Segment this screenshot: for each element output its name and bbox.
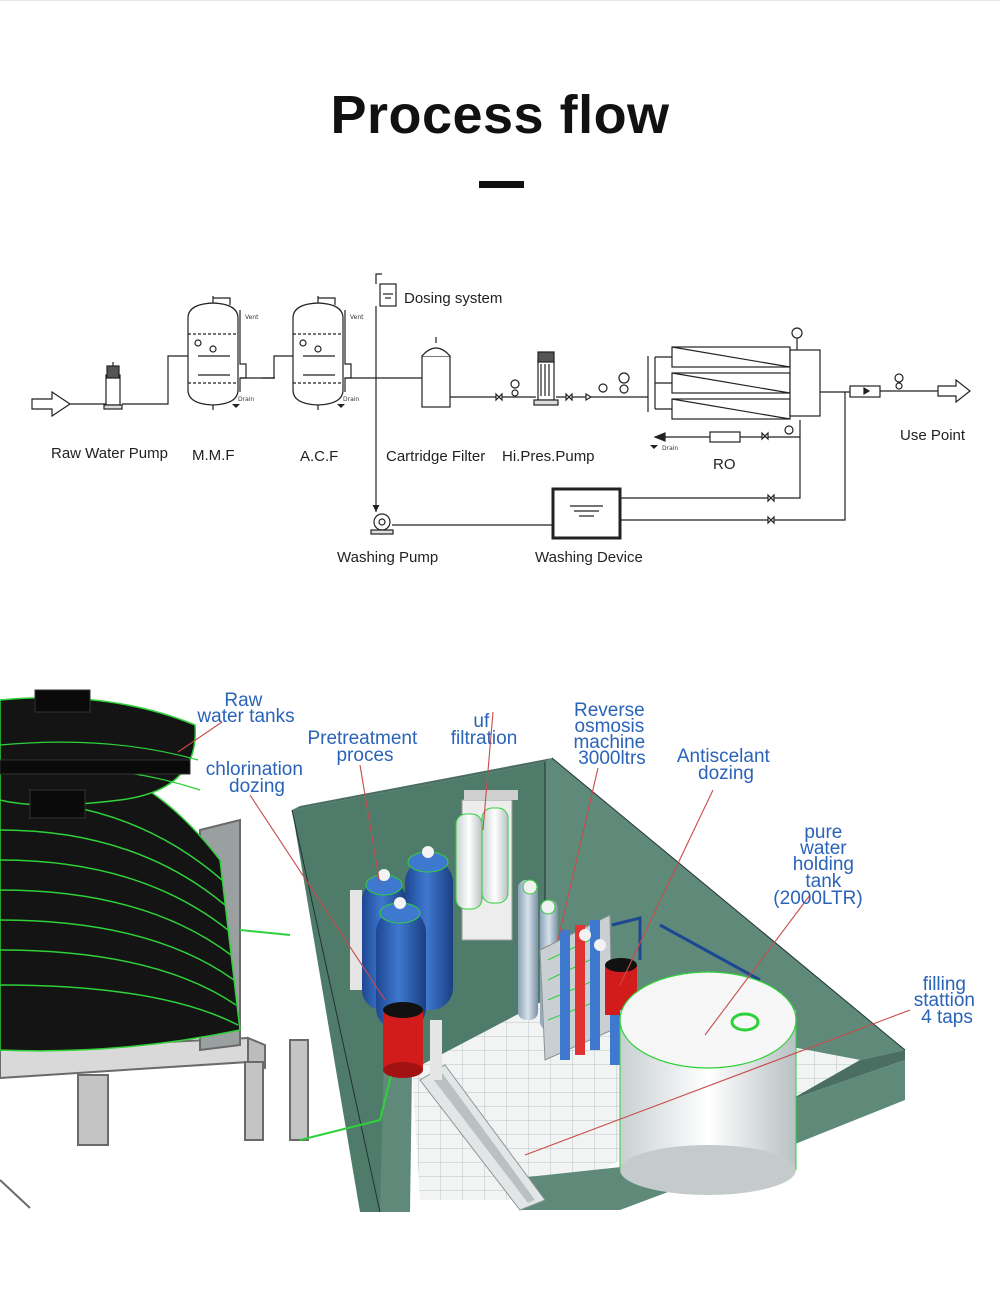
label-antiscelant: Antiscelant dozing [677, 746, 775, 784]
plant-3d-labels: Raw water tanks chlorination dozing Pret… [196, 690, 981, 1028]
washing-device-icon [551, 487, 622, 540]
acf-vessel-icon: Vent Drain [292, 296, 364, 410]
svg-text:Vent: Vent [245, 314, 259, 321]
label-pretreatment: Pretreatment proces [307, 728, 422, 766]
label-mmf: M.M.F [192, 447, 235, 464]
label-raw-water-tanks: Raw water tanks [196, 690, 294, 727]
dosing-system-icon [372, 273, 397, 512]
label-acf: A.C.F [300, 448, 338, 465]
label-raw-water-pump: Raw Water Pump [51, 445, 168, 462]
high-pressure-pump-icon [533, 351, 559, 406]
title-underline [479, 181, 524, 188]
label-dosing-system: Dosing system [404, 290, 502, 307]
label-ro: RO [713, 456, 736, 473]
uf-filtration-icon [455, 790, 518, 941]
page-title: Process flow [330, 85, 670, 145]
label-chlorination-dozing: chlorination dozing [206, 759, 308, 797]
label-cartridge-filter: Cartridge Filter [386, 448, 485, 465]
svg-text:Vent: Vent [350, 314, 364, 321]
label-reverse-osmosis: Reverse osmosis machine 3000ltrs [573, 700, 650, 769]
label-uf-filtration: uf filtration [451, 711, 518, 749]
label-hi-pres-pump: Hi.Pres.Pump [502, 448, 595, 465]
process-flow-labels: Raw Water Pump M.M.F A.C.F Dosing system… [51, 290, 966, 566]
label-filling-station: filling stattion 4 taps [914, 974, 981, 1028]
ro-machine-icon [518, 879, 613, 1061]
outlet-arrow-icon [937, 378, 971, 404]
svg-text:Drain: Drain [238, 396, 254, 403]
top-divider [0, 0, 1000, 1]
washing-pump-icon [370, 513, 394, 535]
svg-text:Drain: Drain [343, 396, 359, 403]
cartridge-filter-icon [421, 337, 451, 408]
label-pure-water-tank: pure water holding tank (2000LTR) [773, 822, 862, 909]
raw-water-pump-icon [103, 362, 123, 410]
raw-water-tank-icon [0, 689, 241, 1052]
label-use-point: Use Point [900, 427, 966, 444]
plant-3d-illustration: Raw water tanks chlorination dozing Pret… [0, 689, 981, 1213]
process-flow-diagram: Vent Drain Vent Drain [31, 273, 971, 540]
label-washing-device: Washing Device [535, 549, 643, 566]
ro-membranes-icon [647, 327, 821, 420]
pretreatment-vessels-icon [350, 846, 453, 1080]
pure-water-tank-icon [619, 971, 797, 1195]
mmf-vessel-icon: Vent Drain [187, 296, 275, 410]
flowmeter-icon [849, 385, 881, 398]
svg-text:Drain: Drain [662, 445, 678, 452]
label-washing-pump: Washing Pump [337, 549, 438, 566]
label-pointers [177, 711, 911, 1156]
inlet-arrow-icon [31, 390, 72, 418]
